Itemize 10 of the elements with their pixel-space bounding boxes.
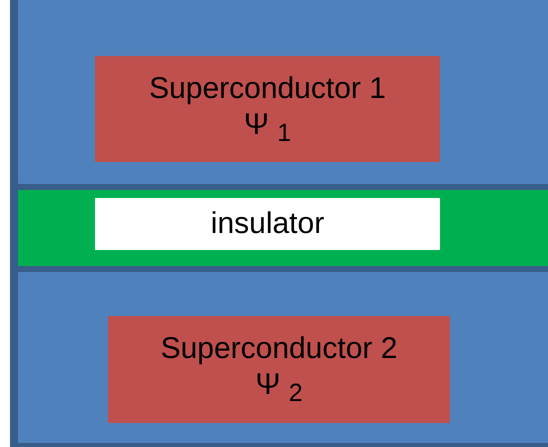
wavefunction-label: Ψ $_{2}$ <box>255 367 303 408</box>
wavefunction-label: Ψ $_{1}$ <box>244 106 292 148</box>
superconductor-box <box>95 56 440 162</box>
lower-region <box>18 272 548 443</box>
upper-region <box>18 0 548 184</box>
node-label: Superconductor 1 <box>149 70 386 106</box>
node-label: Superconductor 2 <box>160 331 398 367</box>
insulator-box <box>95 198 440 250</box>
superconductor-box <box>108 316 450 423</box>
node-label: insulator <box>210 206 324 242</box>
